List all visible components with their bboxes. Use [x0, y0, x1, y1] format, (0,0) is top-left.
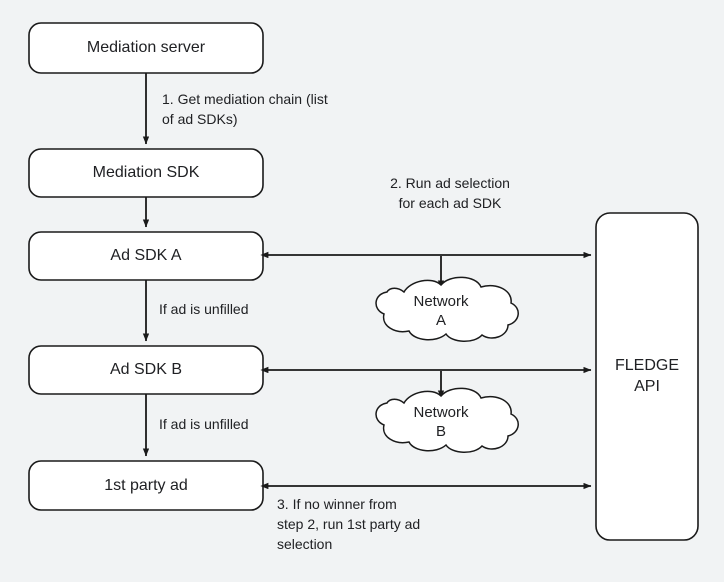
node-box-mediation-sdk — [28, 148, 264, 198]
node-box-ad-sdk-a — [28, 231, 264, 281]
node-box-mediation-server — [28, 22, 264, 74]
node-box-fledge-api — [595, 212, 699, 541]
edge-label-unfilled-b: If ad is unfilled — [159, 416, 249, 432]
edge-label-step-1: 1. Get mediation chain (list of ad SDKs) — [162, 91, 328, 127]
cloud-shape-network-b — [375, 387, 519, 453]
edge-label-unfilled-a: If ad is unfilled — [159, 301, 249, 317]
cloud-shape-network-a — [375, 276, 519, 342]
node-box-ad-sdk-b — [28, 345, 264, 395]
edge-label-step-2: 2. Run ad selection for each ad SDK — [390, 175, 510, 211]
edge-label-step-3: 3. If no winner from step 2, run 1st par… — [277, 496, 421, 552]
node-box-first-party-ad — [28, 460, 264, 511]
